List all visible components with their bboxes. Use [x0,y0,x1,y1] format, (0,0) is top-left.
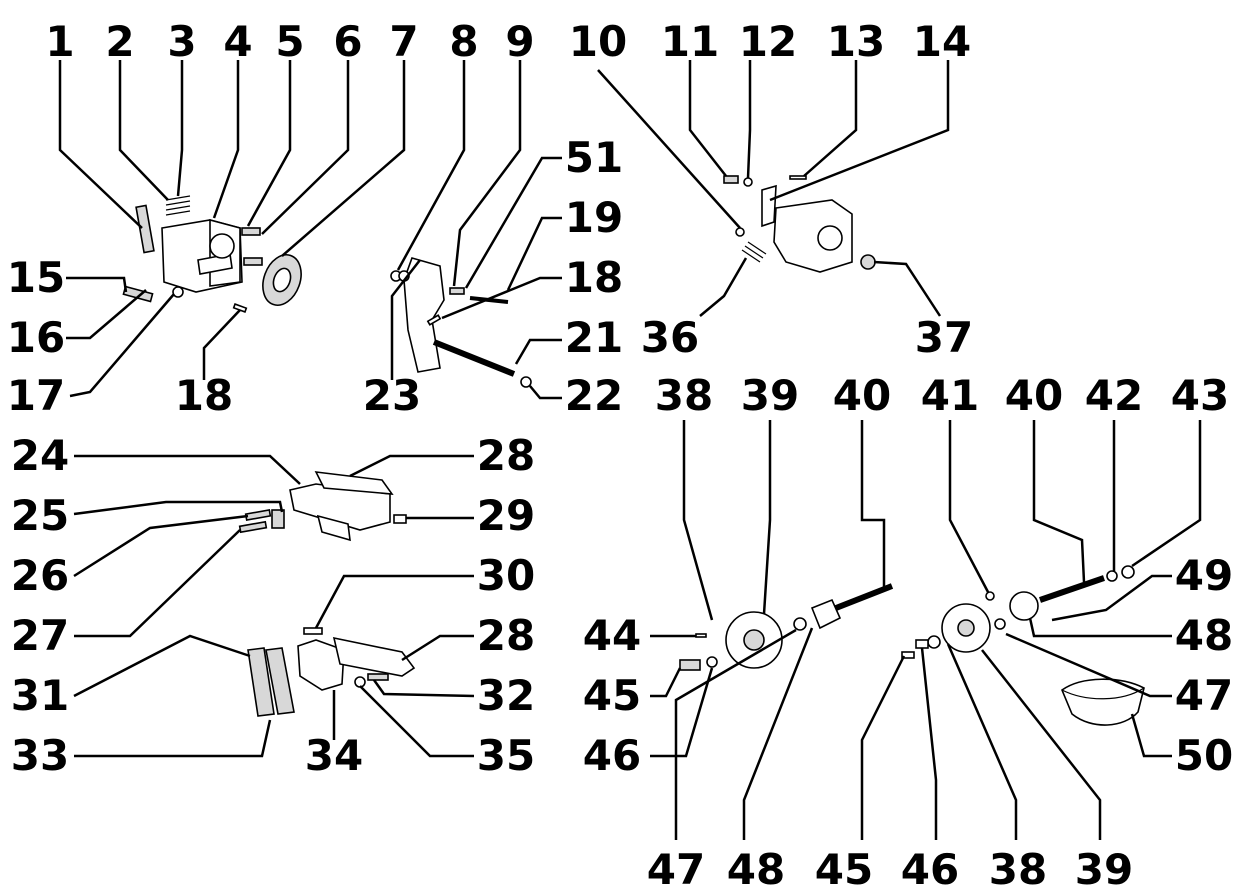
callout-40-left: 40 [833,371,891,420]
callout-30: 30 [477,551,535,600]
callout-38-bottom: 38 [989,845,1047,893]
gearbox-housing-left [135,195,243,293]
callout-50: 50 [1175,731,1233,780]
callout-43: 43 [1171,371,1229,420]
callout-24: 24 [11,431,69,480]
callout-46-left: 46 [583,731,641,780]
callout-35: 35 [477,731,535,780]
callout-19: 19 [565,193,623,242]
callout-48-bottom: 48 [727,845,785,893]
callout-33: 33 [11,731,69,780]
callout-46-bottom: 46 [901,845,959,893]
bracket-bottom [297,627,416,691]
callout-10: 10 [569,17,627,66]
callout-15: 15 [7,253,65,302]
callout-40-right: 40 [1005,371,1063,420]
callout-45-left: 45 [583,671,641,720]
blade-pair [247,647,295,717]
callout-2: 2 [105,17,134,66]
callout-44: 44 [583,611,641,660]
callout-17: 17 [7,371,65,420]
callout-22: 22 [565,371,623,420]
callout-6: 6 [333,17,362,66]
callout-12: 12 [739,17,797,66]
callout-1: 1 [45,17,74,66]
callout-31: 31 [11,671,69,720]
callout-25: 25 [11,491,69,540]
callout-39-bottom: 39 [1075,845,1133,893]
callout-26: 26 [11,551,69,600]
callout-51: 51 [565,133,623,182]
callout-41: 41 [921,371,979,420]
callout-34: 34 [305,731,363,780]
cover [1061,678,1145,726]
callout-11: 11 [661,17,719,66]
callout-16: 16 [7,313,65,362]
long-rod [432,339,532,388]
callout-18-left: 18 [175,371,233,420]
bracket-top [238,471,407,542]
callout-18-right: 18 [565,253,623,302]
callout-21: 21 [565,313,623,362]
callout-13: 13 [827,17,885,66]
callout-37: 37 [915,313,973,362]
small-parts-left [122,227,263,313]
callout-47-right: 47 [1175,671,1233,720]
callout-14: 14 [913,17,971,66]
callout-42: 42 [1085,371,1143,420]
callout-27: 27 [11,611,69,660]
callout-45-bottom: 45 [815,845,873,893]
gearbox-housing-right [723,175,876,273]
gasket [262,254,302,306]
callout-5: 5 [275,17,304,66]
callout-labels: 1 2 3 4 5 6 7 8 9 10 11 12 13 14 51 19 1… [7,17,1233,893]
callout-29: 29 [477,491,535,540]
callout-4: 4 [223,17,252,66]
callout-49: 49 [1175,551,1233,600]
gear-set-right [901,565,1135,659]
callout-48-right: 48 [1175,611,1233,660]
gear-set-left [679,583,894,671]
callout-8: 8 [449,17,478,66]
callout-39-top: 39 [741,371,799,420]
callout-3: 3 [167,17,196,66]
callout-28-top: 28 [477,431,535,480]
callout-23: 23 [363,371,421,420]
leader-lines [58,60,1202,840]
callout-36: 36 [641,313,699,362]
callout-38-top: 38 [655,371,713,420]
callout-47-bottom: 47 [647,845,705,893]
part-drawings [122,175,1145,726]
callout-9: 9 [505,17,534,66]
callout-32: 32 [477,671,535,720]
callout-28-bottom: 28 [477,611,535,660]
callout-7: 7 [389,17,418,66]
